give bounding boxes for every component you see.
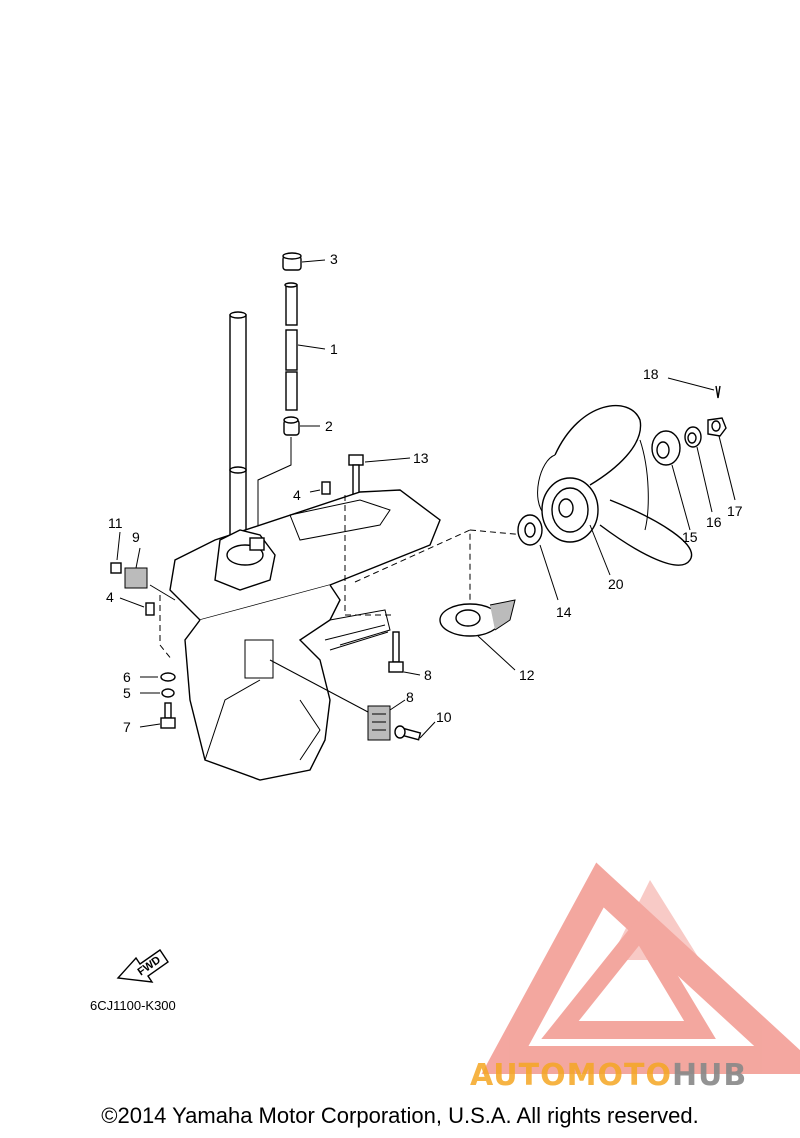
part-18-nut [707,417,727,437]
callout-16: 15 [682,529,698,545]
callout-19: 18 [643,366,659,382]
callout-4-top: 4 [293,487,301,503]
part-19-cotter-pin [715,385,721,399]
fwd-arrow-icon: FWD [116,949,169,983]
callout-5: 7 [123,719,131,735]
brand-part2: HUB [671,1058,748,1093]
part-6-washer [161,688,175,698]
callout-18: 17 [727,503,743,519]
part-11-screw [394,725,422,741]
watermark-logo [481,862,800,1074]
callout-17: 16 [706,514,722,530]
callout-10: 9 [132,529,140,545]
part-15-thrust-washer [517,514,543,546]
lower-casing [169,489,441,781]
callout-2: 2 [325,418,333,434]
part-12-screw [110,562,122,574]
propeller [537,405,693,566]
part-1-shift-rod [284,282,298,411]
part-9-trim-tab [367,705,391,741]
callout-9: 8 [406,689,414,705]
callout-6: 5 [123,685,131,701]
part-2-grommet [283,416,300,436]
callout-1: 1 [330,341,338,357]
callout-12: 11 [108,515,123,531]
part-4-dowel-top [321,481,331,495]
part-17-washer [684,426,702,448]
callout-8: 8 [424,667,432,683]
callout-4-left: 4 [106,589,114,605]
callout-3: 3 [330,251,338,267]
copyright-notice: ©2014 Yamaha Motor Corporation, U.S.A. A… [101,1103,699,1128]
part-13-anode [439,599,516,637]
part-3-bushing [282,252,302,271]
callout-13: 12 [519,667,535,683]
part-8-bolt [388,631,404,673]
drawing-code: 6CJ1100-K300 [90,998,176,1013]
part-14-bolt [348,454,364,496]
brand-part1: AUTOMOTO [470,1058,672,1093]
part-4-dowel-left [145,602,155,616]
part-10-grommet [124,567,148,589]
callout-15: 14 [556,604,572,620]
drive-shaft [229,311,247,546]
callout-11: 10 [436,709,452,725]
watermark-brand: AUTOMOTOHUB [470,1058,747,1093]
part-5-bolt [160,702,176,729]
callout-14: 13 [413,450,429,466]
part-16-spacer [651,430,681,466]
callout-20: 20 [608,576,624,592]
part-7-washer [160,672,176,682]
callout-7: 6 [123,669,131,685]
